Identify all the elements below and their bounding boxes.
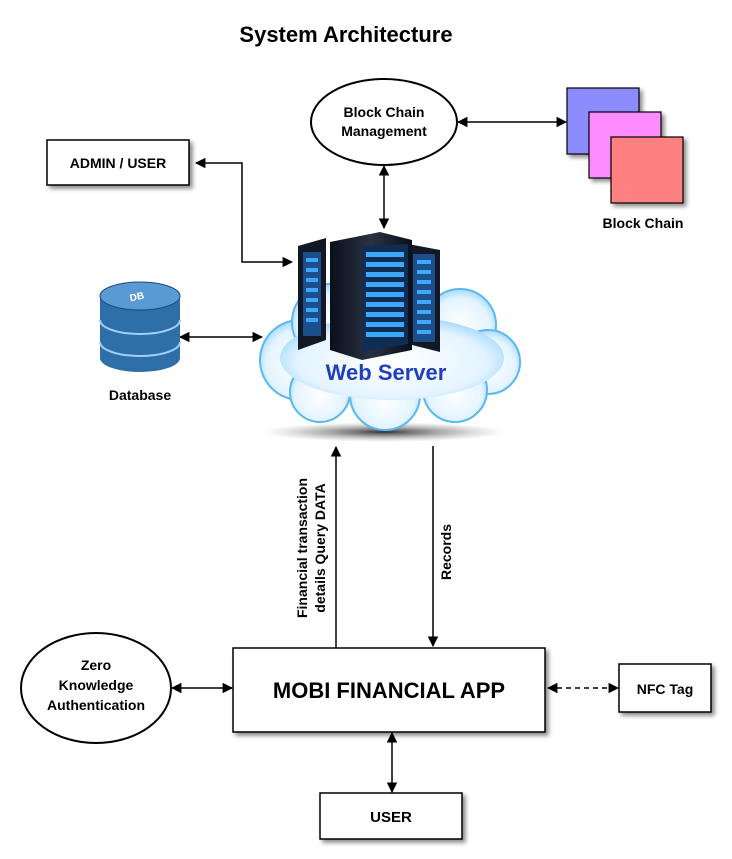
server-rack-lights — [306, 252, 431, 337]
zka-label-line1: Zero — [81, 657, 111, 673]
mobi-financial-app-label: MOBI FINANCIAL APP — [273, 678, 505, 703]
database-band-2 — [99, 341, 181, 357]
admin-user-label: ADMIN / USER — [70, 155, 166, 171]
nfc-tag-box — [618, 663, 712, 713]
zero-knowledge-ellipse — [20, 632, 172, 744]
edge-label-financial-transaction: Financial transaction details Query DATA — [294, 478, 328, 618]
diagram-title: System Architecture — [239, 22, 452, 47]
zero-knowledge-node: Zero Knowledge Authentication — [20, 632, 172, 744]
database-band-1 — [99, 319, 181, 335]
edge-label-records: Records — [438, 524, 454, 580]
edge-label-up-line2: details Query DATA — [312, 483, 328, 612]
server-racks — [298, 232, 440, 360]
connectors — [170, 116, 620, 794]
block-chain-management-node: Block Chain Management — [310, 78, 458, 166]
mobi-financial-app-box — [232, 647, 546, 733]
user-node: USER — [319, 792, 463, 840]
nfc-tag-node: NFC Tag — [618, 663, 712, 713]
block-chain-stack — [566, 87, 684, 204]
web-server-label: Web Server — [326, 360, 447, 385]
database-db-icon-label: DB — [129, 291, 145, 305]
database-top — [99, 281, 181, 311]
block-chain-block-3 — [610, 136, 684, 204]
bcm-label-line2: Management — [341, 123, 427, 139]
zka-label-line2: Knowledge — [59, 677, 134, 693]
bcm-label-line1: Block Chain — [344, 104, 425, 120]
block-chain-management-ellipse — [310, 78, 458, 166]
edge-label-up-line1: Financial transaction — [294, 478, 310, 618]
admin-user-node: ADMIN / USER — [46, 139, 190, 186]
web-server-ground-shadow — [262, 422, 506, 442]
zka-label-line3: Authentication — [47, 697, 145, 713]
mobi-financial-app-node: MOBI FINANCIAL APP — [232, 647, 546, 733]
nfc-tag-label: NFC Tag — [637, 681, 694, 697]
user-box — [319, 792, 463, 840]
arrow-admin-webserver — [194, 157, 294, 268]
user-label: USER — [370, 809, 412, 826]
web-server-node: Web Server — [259, 232, 521, 442]
database-node: DB — [99, 281, 181, 372]
admin-user-box — [46, 139, 190, 186]
database-label: Database — [109, 387, 171, 403]
block-chain-label: Block Chain — [603, 215, 684, 231]
